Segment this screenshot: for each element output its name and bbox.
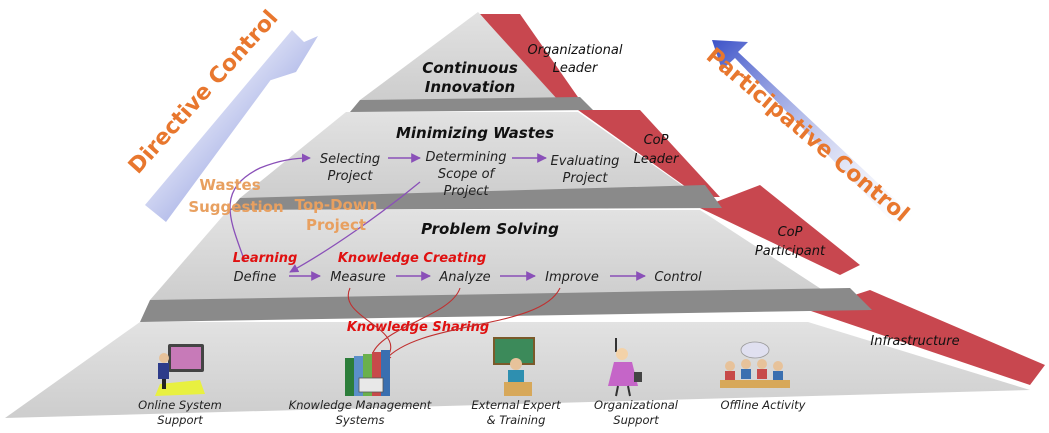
directive-control-arrow	[145, 30, 318, 222]
learning-label: Learning	[233, 251, 298, 266]
support-online-line2: Support	[157, 413, 203, 427]
support-offline-line1: Offline Activity	[721, 398, 806, 412]
role-third-line2: Participant	[755, 244, 826, 259]
step-selecting-line2: Project	[328, 169, 374, 184]
participative-control-arrow	[712, 40, 912, 225]
support-online-line1: Online System	[138, 398, 222, 412]
support-expert-line2: & Training	[487, 413, 546, 427]
support-org-line1: Organizational	[594, 398, 679, 412]
step-selecting-line1: Selecting	[320, 152, 380, 167]
step-measure: Measure	[330, 270, 386, 285]
slab-top	[350, 97, 593, 112]
role-third-line1: CoP	[778, 225, 803, 240]
binders-icon	[345, 350, 390, 396]
wastes-suggestion-line2: Suggestion	[188, 198, 283, 216]
role-band-second	[578, 110, 720, 197]
tier-top-title-line2: Innovation	[425, 78, 515, 96]
role-second-line1: CoP	[644, 133, 669, 148]
tier-third	[150, 210, 838, 300]
role-second-line2: Leader	[634, 152, 680, 167]
topdown-project-curve	[289, 181, 421, 273]
tier-third-title: Problem Solving	[421, 220, 559, 238]
step-improve: Improve	[545, 270, 599, 285]
role-top-line2: Leader	[553, 61, 599, 76]
support-org-line2: Support	[613, 413, 659, 427]
step-determining-line3: Project	[444, 184, 490, 199]
topdown-project-line2: Project	[306, 216, 366, 234]
group-meeting-icon	[720, 341, 790, 388]
support-expert-line1: External Expert	[471, 398, 561, 412]
slab-second	[230, 185, 722, 210]
role-band-top	[480, 14, 580, 100]
role-band-base	[808, 290, 1045, 385]
support-km-line1: Knowledge Management	[289, 398, 432, 412]
step-evaluating-line1: Evaluating	[551, 154, 620, 169]
computer-user-icon	[155, 344, 205, 396]
tier-second-title: Minimizing Wastes	[396, 124, 554, 142]
support-km-line2: Systems	[336, 413, 385, 427]
step-define: Define	[234, 270, 277, 285]
step-analyze: Analyze	[438, 270, 490, 285]
step-determining-line1: Determining	[425, 150, 506, 165]
knowledge-creating-label: Knowledge Creating	[338, 251, 486, 266]
tier-top	[360, 12, 558, 100]
role-top-line1: Organizational	[528, 43, 623, 58]
tier-second	[240, 112, 700, 198]
topdown-project-line1: Top-Down	[295, 196, 378, 214]
step-evaluating-line2: Project	[563, 171, 609, 186]
presenter-icon	[608, 338, 642, 397]
wastes-suggestion-curve	[229, 153, 311, 263]
tier-top-title-line1: Continuous	[422, 59, 518, 77]
step-control: Control	[654, 270, 702, 285]
step-determining-line2: Scope of	[438, 167, 497, 182]
wastes-suggestion-line1: Wastes	[199, 176, 260, 194]
slab-third	[140, 288, 872, 322]
teacher-icon	[493, 337, 535, 396]
role-base: Infrastructure	[870, 334, 959, 349]
knowledge-sharing-label: Knowledge Sharing	[347, 320, 489, 335]
role-band-third	[700, 185, 860, 275]
knowledge-flow-3	[384, 287, 561, 361]
